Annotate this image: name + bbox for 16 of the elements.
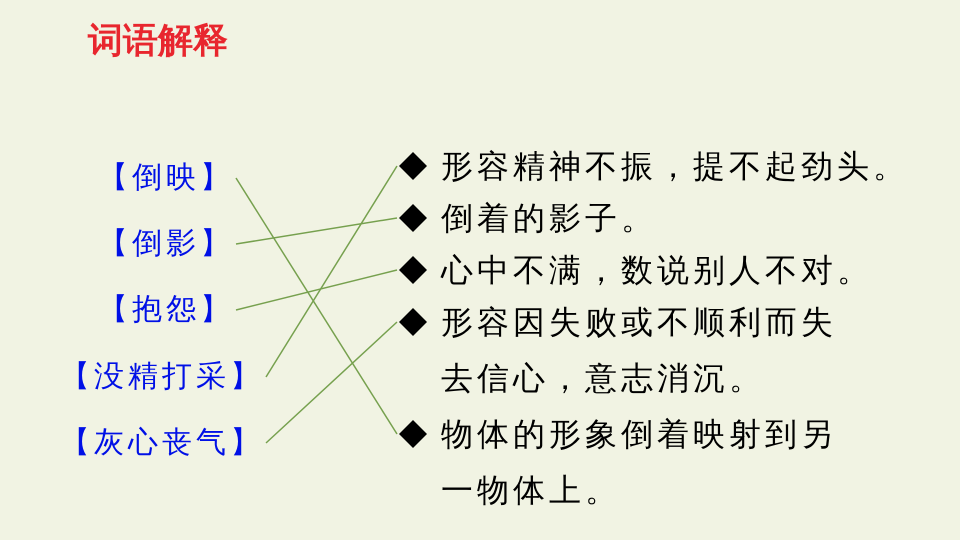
definition-text: 形容因失败或不顺利而失去信心，意志消沉。 — [441, 302, 838, 399]
title: 词语解释 — [88, 20, 228, 63]
definition-text: 形容精神不振，提不起劲头。 — [441, 146, 910, 187]
definition-text: 心中不满，数说别人不对。 — [441, 250, 874, 291]
matching-line — [265, 166, 398, 378]
matching-line — [236, 269, 398, 311]
matching-line — [266, 321, 398, 444]
matching-line — [235, 178, 398, 434]
term-text: 【没精打采】 — [60, 357, 264, 397]
term-text: 【倒映】 — [98, 158, 234, 198]
term-text: 【抱怨】 — [98, 290, 234, 330]
term-text: 【灰心丧气】 — [60, 423, 264, 463]
matching-line — [236, 217, 398, 245]
term-text: 【倒影】 — [98, 224, 234, 264]
definition-text: 倒着的影子。 — [441, 198, 658, 239]
definition-text: 物体的形象倒着映射到另一物体上。 — [441, 414, 838, 511]
